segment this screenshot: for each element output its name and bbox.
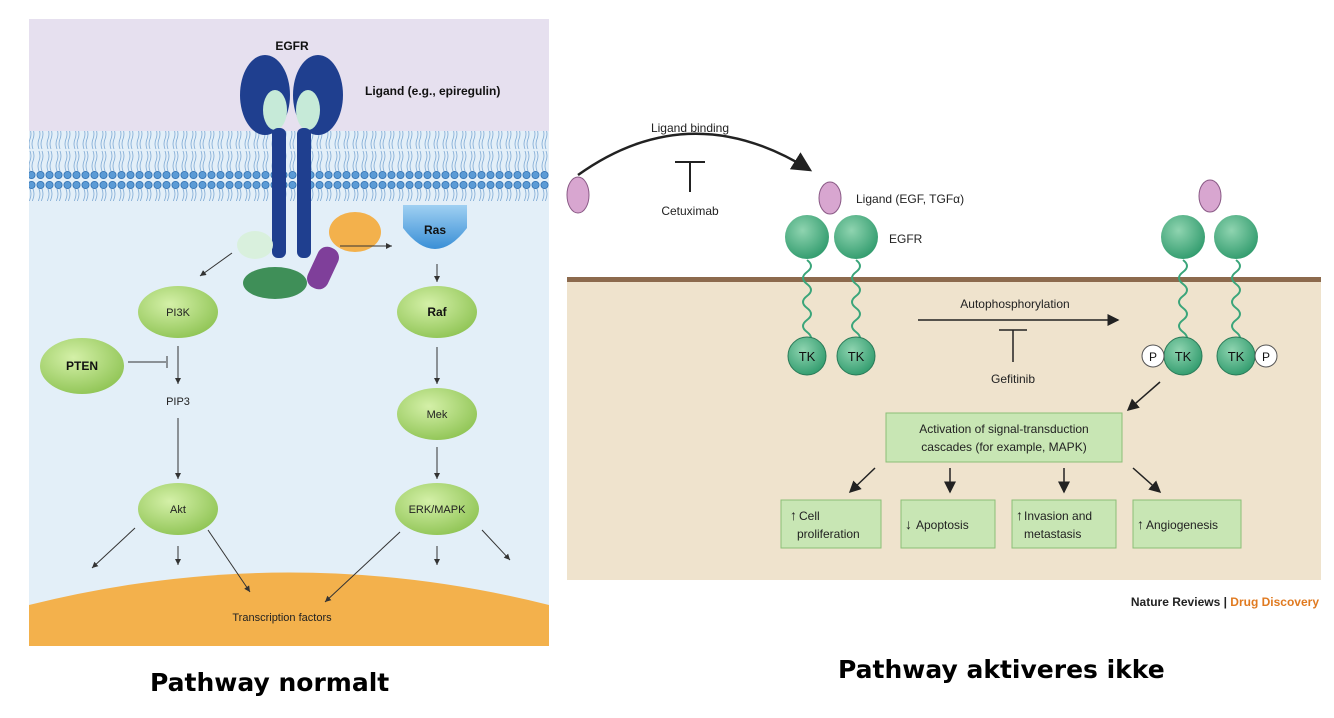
svg-text:↑: ↑	[1137, 516, 1144, 532]
egfr-ecd-1a	[785, 215, 829, 259]
transcription-factors-label: Transcription factors	[232, 612, 332, 624]
svg-text:↑: ↑	[790, 507, 797, 523]
cetuximab-label: Cetuximab	[661, 204, 719, 218]
extracellular-region	[29, 19, 549, 131]
outcome-angiogenesis: Angiogenesis	[1146, 518, 1218, 532]
akt-node	[138, 483, 218, 535]
phosphate-right-label: P	[1262, 350, 1270, 364]
mek-label: Mek	[427, 409, 448, 421]
pi3k-label: PI3K	[166, 307, 191, 319]
egfr-ecd-2b	[1214, 215, 1258, 259]
cell-membrane	[29, 131, 549, 201]
autophosphorylation-label: Autophosphorylation	[960, 297, 1069, 311]
egfr-label: EGFR	[275, 39, 309, 53]
credit-journal: Nature Reviews | Drug Discovery	[1131, 595, 1319, 609]
egfr-label-right: EGFR	[889, 232, 923, 246]
akt-label: Akt	[170, 504, 186, 516]
outcome-proliferation-line-2: proliferation	[797, 527, 860, 541]
tk-label-2b: TK	[1228, 349, 1245, 364]
activation-line-1: Activation of signal-transduction	[919, 422, 1088, 436]
outcome-proliferation-line-1: Cell	[799, 509, 820, 523]
membrane-top-line	[567, 277, 1321, 282]
egfr-receptor	[237, 55, 381, 299]
pten-label: PTEN	[66, 359, 98, 373]
ras-label: Ras	[424, 223, 446, 237]
gefitinib-label: Gefitinib	[991, 372, 1035, 386]
tk-domain-1b	[836, 336, 876, 376]
outcome-box-apoptosis	[900, 499, 996, 549]
right-caption: Pathway aktiveres ikke	[838, 655, 1165, 684]
pi3k-node	[138, 286, 218, 338]
left-caption: Pathway normalt	[150, 668, 390, 697]
phosphate-left-label: P	[1149, 350, 1157, 364]
outcome-invasion-line-2: metastasis	[1024, 527, 1081, 541]
outcome-box-invasion	[1011, 499, 1117, 549]
pip3-label: PIP3	[166, 396, 190, 408]
tk-domain-1a	[787, 336, 827, 376]
bound-ligand-2	[1198, 179, 1222, 213]
mek-node	[397, 388, 477, 440]
right-pathway-diagram: Ligand binding Cetuximab TK TK Ligand (E…	[566, 121, 1321, 609]
outcome-apoptosis: Apoptosis	[916, 518, 969, 532]
svg-text:↑: ↑	[1016, 507, 1023, 523]
outcome-box-proliferation	[780, 499, 882, 549]
raf-label: Raf	[427, 305, 447, 319]
activation-line-2: cascades (for example, MAPK)	[921, 440, 1086, 454]
tk-label-1a: TK	[799, 349, 816, 364]
outcome-box-angiogenesis	[1132, 499, 1242, 549]
phosphate-right	[1254, 344, 1278, 368]
bound-ligand-1	[818, 181, 842, 215]
erk-node	[395, 483, 479, 535]
nucleus	[29, 572, 549, 646]
activation-box	[885, 412, 1123, 463]
cytoplasm-region	[29, 131, 549, 646]
ras-node	[403, 205, 467, 249]
tk-label-2a: TK	[1175, 349, 1192, 364]
egfr-ecd-2a	[1161, 215, 1205, 259]
erk-label: ERK/MAPK	[409, 504, 467, 516]
tk-label-1b: TK	[848, 349, 865, 364]
raf-node	[397, 286, 477, 338]
ligand-binding-arrow	[577, 132, 813, 177]
left-arrows	[91, 243, 511, 603]
left-pathway-diagram: EGFR Ligand (e.g., epiregulin) Ras PI3K …	[29, 19, 549, 646]
pten-node	[40, 338, 124, 394]
free-ligand	[566, 176, 590, 214]
egfr-ecd-1b	[834, 215, 878, 259]
svg-text:↓: ↓	[905, 516, 912, 532]
ligand-egf-label: Ligand (EGF, TGFα)	[856, 192, 964, 206]
ligand-label: Ligand (e.g., epiregulin)	[365, 84, 500, 98]
phosphate-left	[1141, 344, 1165, 368]
outcome-invasion-line-1: Invasion and	[1024, 509, 1092, 523]
ligand-binding-label: Ligand binding	[651, 121, 729, 135]
